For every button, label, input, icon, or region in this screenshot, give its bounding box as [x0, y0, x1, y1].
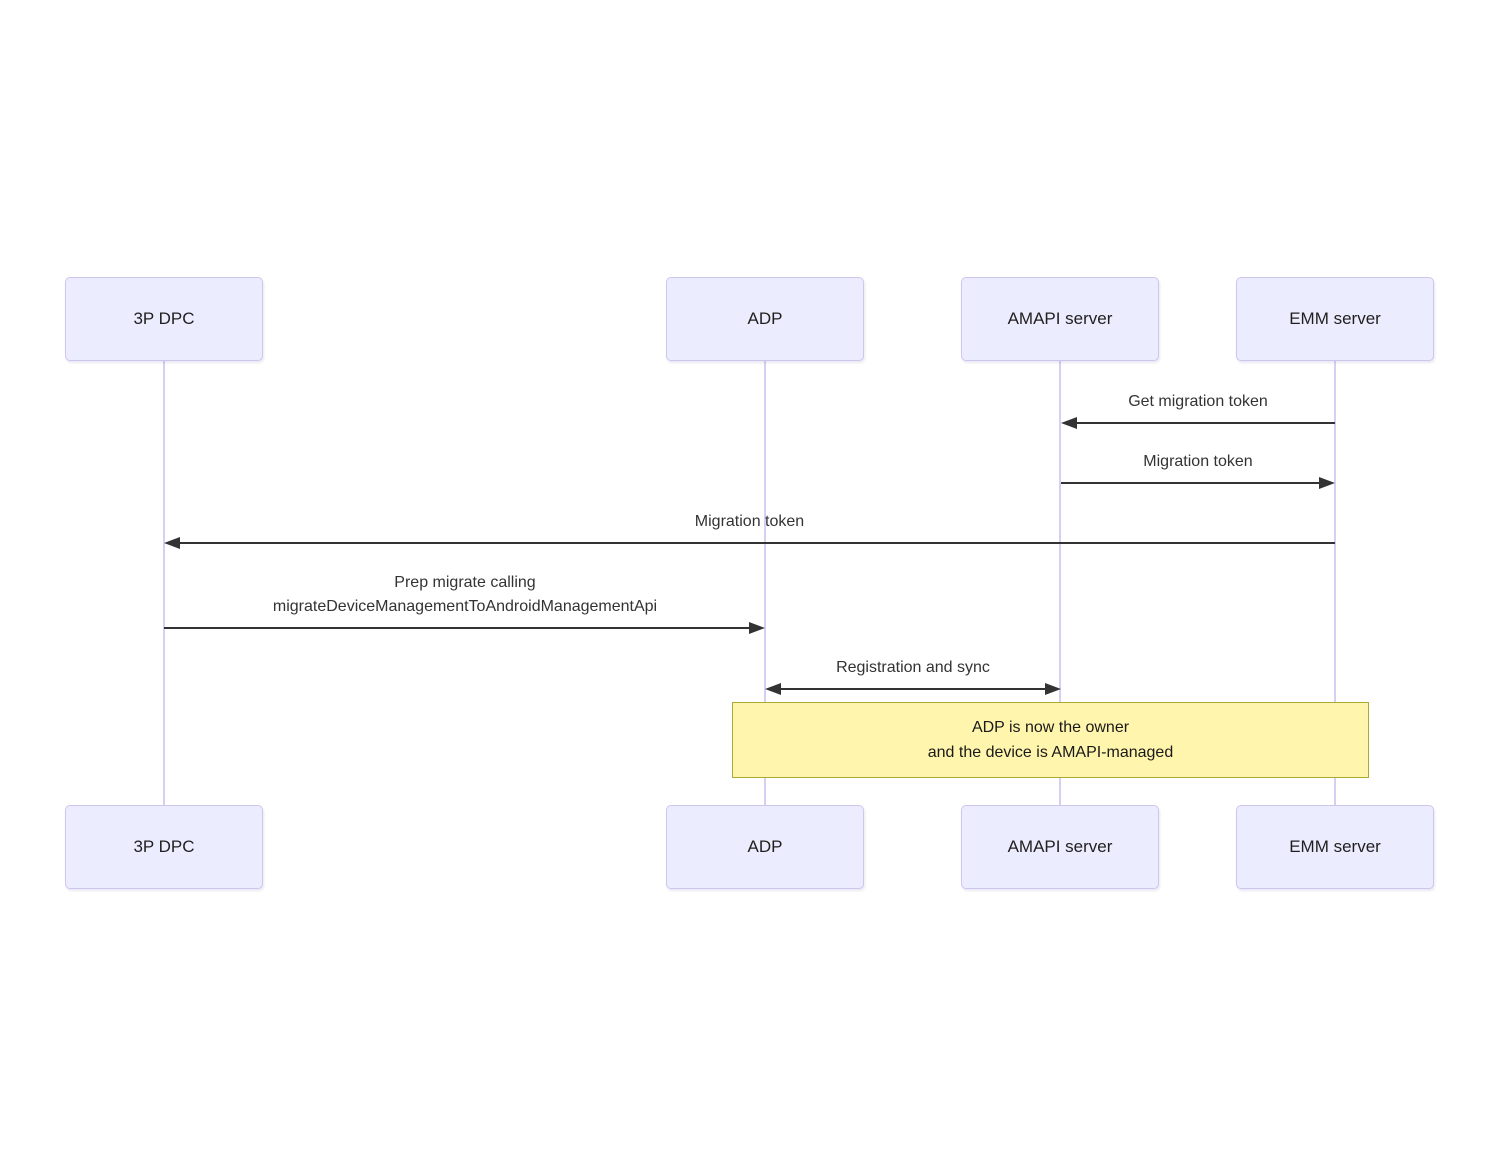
message-line: [1061, 482, 1321, 484]
actor-label: 3P DPC: [133, 309, 195, 328]
actor-label: EMM server: [1289, 837, 1381, 856]
arrowhead-left: [164, 537, 180, 549]
note-adp-owner: ADP is now the owner and the device is A…: [732, 702, 1369, 778]
actor-label: 3P DPC: [133, 837, 195, 856]
message-line: [164, 627, 751, 629]
message-label: Migration token: [694, 513, 805, 530]
actor-3p-dpc-bottom: 3P DPC: [65, 805, 263, 889]
lifeline-amapi-server: [1059, 361, 1061, 805]
actor-label: ADP: [747, 837, 783, 856]
arrowhead-right: [1045, 683, 1061, 695]
message-line: [178, 542, 1335, 544]
actor-label: AMAPI server: [1007, 837, 1113, 856]
actor-label: AMAPI server: [1007, 309, 1113, 328]
actor-emm-server-bottom: EMM server: [1236, 805, 1434, 889]
actor-label: ADP: [747, 309, 783, 328]
actor-adp-bottom: ADP: [666, 805, 864, 889]
message-label-line-1: Prep migrate calling: [394, 574, 536, 591]
actor-label: EMM server: [1289, 309, 1381, 328]
message-line: [779, 688, 1047, 690]
message-label-line-2: migrateDeviceManagementToAndroidManageme…: [272, 598, 658, 615]
message-line: [1075, 422, 1335, 424]
note-line-1: ADP is now the owner: [971, 719, 1130, 736]
arrowhead-left: [1061, 417, 1077, 429]
message-label: Prep migrate calling migrateDeviceManage…: [164, 571, 766, 619]
note-line-2: and the device is AMAPI-managed: [927, 744, 1174, 761]
message-label: Get migration token: [1128, 393, 1268, 410]
lifeline-emm-server: [1334, 361, 1336, 805]
arrowhead-left: [765, 683, 781, 695]
lifeline-adp: [764, 361, 766, 805]
arrowhead-right: [749, 622, 765, 634]
actor-emm-server-top: EMM server: [1236, 277, 1434, 361]
message-label: Registration and sync: [836, 659, 990, 676]
actor-adp-top: ADP: [666, 277, 864, 361]
actor-amapi-server-top: AMAPI server: [961, 277, 1159, 361]
actor-amapi-server-bottom: AMAPI server: [961, 805, 1159, 889]
actor-3p-dpc-top: 3P DPC: [65, 277, 263, 361]
lifeline-3p-dpc: [163, 361, 165, 805]
arrowhead-right: [1319, 477, 1335, 489]
message-label: Migration token: [1143, 453, 1253, 470]
